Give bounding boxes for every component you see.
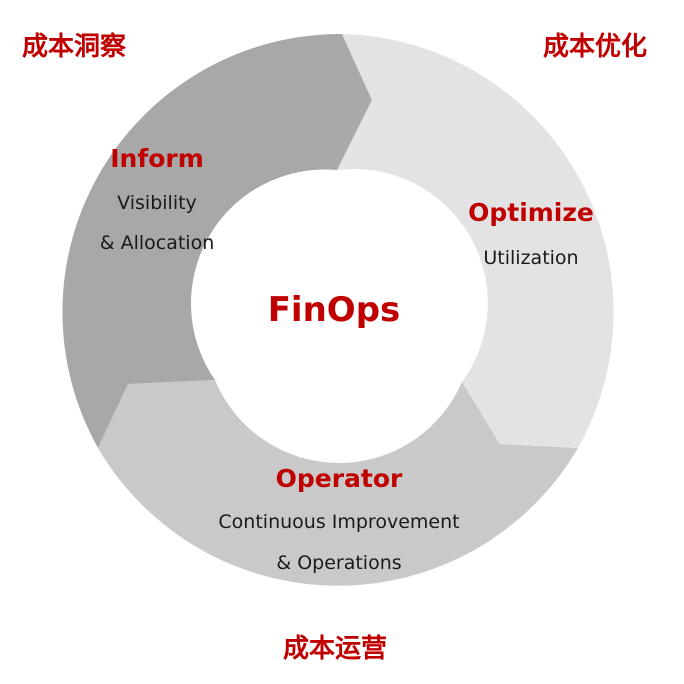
- center-label: FinOps: [267, 290, 401, 330]
- inform-segment: [62, 33, 373, 448]
- corner-label-cost-optimization: 成本优化: [543, 32, 648, 62]
- inform-title: Inform: [110, 144, 204, 173]
- optimize-desc-line1: Utilization: [483, 247, 579, 269]
- inform-desc-line1: Visibility: [117, 192, 197, 214]
- operator-desc-line2: & Operations: [276, 552, 402, 574]
- corner-label-cost-operations: 成本运营: [283, 634, 388, 664]
- inform-desc-line2: & Allocation: [99, 232, 215, 254]
- corner-label-cost-insight: 成本洞察: [22, 32, 127, 62]
- optimize-segment: [337, 34, 614, 448]
- optimize-title: Optimize: [468, 198, 594, 227]
- operator-title: Operator: [275, 464, 403, 493]
- operator-segment: [98, 380, 578, 586]
- operator-desc-line1: Continuous Improvement: [218, 511, 460, 533]
